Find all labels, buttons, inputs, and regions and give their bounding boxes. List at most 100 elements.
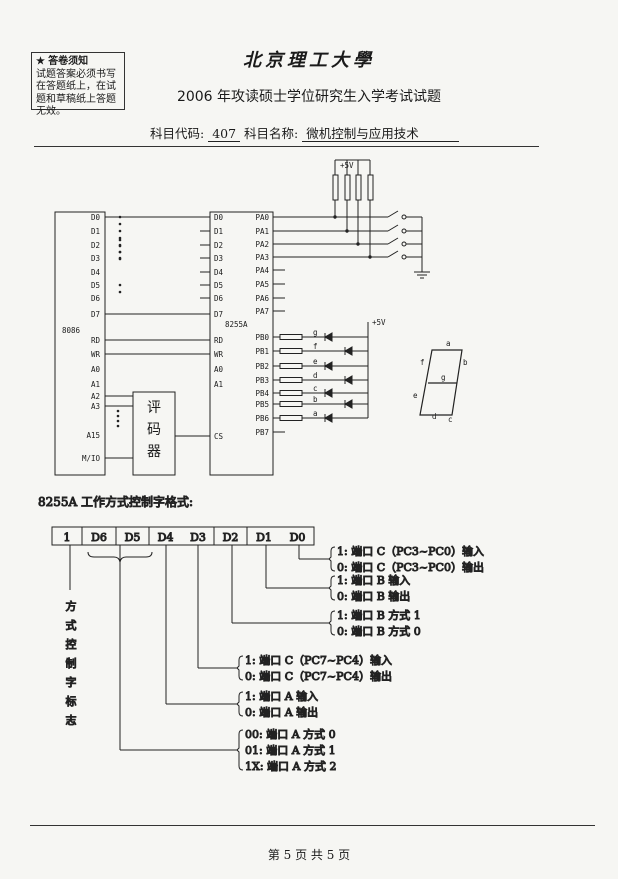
option-text: 0: 端口 A 输出 (245, 705, 318, 719)
bit-cell: D0 (290, 531, 306, 544)
ppi-left-pin-label: D3 (214, 254, 223, 263)
switch-contact (401, 214, 407, 220)
flag-label-char: 方 (66, 599, 77, 613)
display-segment-label: b (463, 358, 468, 367)
cpu-pin-label: RD (91, 336, 101, 345)
decoder-label: 评 (147, 400, 161, 416)
option-text: 1: 端口 C（PC7~PC4）输入 (245, 653, 392, 667)
led-resistor (279, 415, 303, 421)
display-segment-label: a (446, 339, 451, 348)
ellipsis-dot (116, 424, 120, 428)
led-resistor (279, 334, 303, 340)
segment-label: a (313, 409, 318, 418)
notice-title: 答卷须知 (48, 56, 89, 67)
option-text: 01: 端口 A 方式 1 (245, 743, 336, 757)
segment-label: e (313, 357, 318, 366)
ellipsis-dot (118, 236, 122, 240)
led-icon (343, 375, 353, 385)
page-number: 第 5 页 共 5 页 (267, 848, 351, 862)
ellipsis-dot (118, 229, 122, 233)
pb-pin-label: PB0 (255, 333, 269, 342)
option-text: 1: 端口 B 输入 (337, 573, 410, 587)
exam-title: 2006 年攻读硕士学位研究生入学考试试题 (176, 89, 442, 105)
ppi-left-pin-label: D0 (214, 213, 224, 222)
ppi-left-pin-label: CS (214, 432, 224, 441)
option-text: 1: 端口 A 输入 (245, 689, 318, 703)
switch-contact (401, 228, 407, 234)
cpu-pin-label: A0 (91, 365, 101, 374)
cpu-pin-label: D5 (91, 281, 100, 290)
flag-label-char: 制 (66, 657, 77, 670)
display-segment-label: e (413, 391, 418, 400)
star-icon: ★ (36, 56, 45, 67)
option-brace (328, 610, 336, 636)
option-text: 1: 端口 C（PC3~PC0）输入 (337, 544, 484, 558)
cpu-pin-label: D7 (91, 310, 100, 319)
ellipsis-dot (118, 250, 122, 254)
cpu-pin-label: A1 (91, 380, 100, 389)
option-text: 0: 端口 C（PC3~PC0）输出 (337, 560, 484, 574)
cpu-pin-label: D0 (91, 213, 101, 222)
control-word-heading: 8255A 工作方式控制字格式: (38, 494, 193, 509)
decoder-label: 器 (147, 444, 161, 460)
ppi-left-pin-label: A1 (214, 380, 223, 389)
led-icon (323, 332, 333, 342)
bit-cell: 1 (64, 531, 71, 544)
switch-contact (401, 241, 407, 247)
cpu-pin-label: D1 (91, 227, 100, 236)
control-word-box (51, 526, 315, 546)
switch (387, 224, 399, 232)
vcc-label: +5V (340, 161, 354, 170)
ellipsis-dot (118, 256, 122, 260)
led-resistor (279, 390, 303, 396)
ppi-left-pin-label: D6 (214, 294, 224, 303)
bit-cell: D1 (256, 531, 272, 544)
ppi-left-pin-label: D7 (214, 310, 223, 319)
subject-code: 407 (208, 126, 241, 142)
pa-pin-label: PA7 (255, 307, 269, 316)
cpu-label: 8086 (62, 326, 81, 335)
pa-pin-label: PA5 (255, 280, 269, 289)
ppi-left-pin-label: A0 (214, 365, 224, 374)
segment-label: g (313, 328, 318, 337)
cpu-pin-label: WR (91, 350, 101, 359)
option-brace (236, 729, 244, 771)
ppi-left-pin-label: D5 (214, 281, 223, 290)
ppi-left-pin-label: WR (214, 350, 224, 359)
ppi-left-pin-label: D1 (214, 227, 223, 236)
header-divider (34, 146, 539, 147)
bit-cell: D6 (91, 531, 107, 544)
pa-pin-label: PA4 (255, 266, 269, 275)
ppi-8255a-chip (209, 211, 274, 476)
flag-label-char: 志 (66, 714, 77, 727)
ppi-left-pin-label: RD (214, 336, 224, 345)
switch (387, 250, 399, 258)
pa-pin-label: PA3 (255, 253, 269, 262)
decoder-box (132, 391, 176, 476)
ellipsis-dot (118, 244, 122, 248)
pb-pin-label: PB1 (255, 347, 269, 356)
cpu-pin-label: A3 (91, 402, 100, 411)
cpu-8086-chip (54, 211, 106, 476)
flag-label-char: 标 (66, 694, 77, 708)
switch-contact (401, 254, 407, 260)
pb-pin-label: PB2 (255, 362, 269, 371)
footer-divider (30, 825, 595, 826)
pb-pin-label: PB5 (255, 400, 269, 409)
led-resistor (279, 377, 303, 383)
ppi-label: 8255A (225, 320, 248, 329)
flag-label-char: 式 (66, 619, 77, 632)
pa-pin-label: PA0 (255, 213, 269, 222)
led-icon (323, 361, 333, 371)
ellipsis-dot (118, 238, 122, 242)
switch (387, 237, 399, 245)
pb-pin-label: PB3 (255, 376, 269, 385)
subject-name: 微机控制与应用技术 (302, 126, 459, 142)
pb-pin-label: PB7 (255, 428, 269, 437)
segment-label: b (313, 395, 318, 404)
ellipsis-dot (118, 290, 122, 294)
cpu-pin-label: D6 (91, 294, 101, 303)
pullup-resistor (332, 174, 339, 201)
